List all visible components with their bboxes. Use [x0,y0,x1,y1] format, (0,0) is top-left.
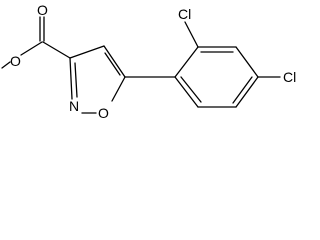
bond-ester-o-methyl [1,61,11,69]
atom-ring-nitrogen: N [69,98,79,114]
atom-carbonyl-oxygen: O [37,2,48,18]
bond-ph4-ph5 [235,76,259,108]
bond-c4-c5-inner [104,52,121,76]
atom-chlorine-para: Cl [283,69,296,85]
atom-chlorine-ortho: Cl [178,6,191,22]
bond-ph6-ph1 [174,76,199,108]
atom-ring-oxygen: O [98,105,109,121]
bond-n2-c3 [69,57,73,100]
atom-ester-oxygen: O [10,53,21,69]
bond-ph1-ph2 [174,46,199,78]
dichlorophenyl-ring: Cl Cl [174,6,296,108]
chemical-structure: O O N O Cl Cl [1,2,296,121]
bond-carbonyl-ring [42,41,71,59]
bond-ph4-ph5-inner [232,76,253,104]
bond-n2-c3-inner [74,62,78,98]
isoxazole-ring: N O [69,45,126,121]
bond-ph6-ph1-inner [180,76,202,103]
ester-group: O O [1,2,71,69]
bond-carbonyl-ester-o [20,41,43,56]
bond-c5-o1 [111,76,126,102]
bond-ph3-ph4 [235,46,259,78]
bond-c4-c5 [103,45,126,78]
bond-ph2-cl [184,21,199,48]
bond-c3-c4 [69,45,105,59]
